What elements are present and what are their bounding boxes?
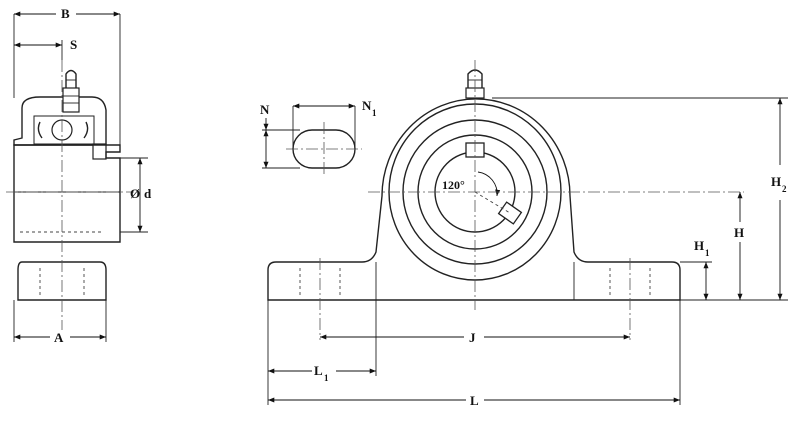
dimension-H2: H 2 <box>771 98 787 300</box>
dimension-H: H <box>734 192 744 300</box>
dimension-H1: H 1 <box>694 238 710 300</box>
label-N1: N <box>362 98 372 113</box>
label-d-symbol: Ø <box>130 186 140 201</box>
front-view: 120° <box>267 60 788 405</box>
side-housing-top <box>13 96 107 146</box>
front-set-screw-angled <box>497 201 523 225</box>
dimension-d: Ø d <box>130 158 152 232</box>
dimension-J: J <box>320 330 630 345</box>
label-angle: 120° <box>442 178 465 192</box>
side-grease-nipple <box>62 69 80 113</box>
dimension-S: S <box>14 37 77 52</box>
dimension-A: A <box>14 330 106 345</box>
label-H2: H <box>771 174 781 189</box>
label-A: A <box>54 330 64 345</box>
label-J: J <box>469 330 476 345</box>
label-B: B <box>61 6 70 21</box>
dimension-L1: L 1 <box>268 363 376 383</box>
label-H1-sub: 1 <box>705 248 710 258</box>
label-H2-sub: 2 <box>782 184 787 194</box>
side-view <box>6 14 148 342</box>
label-L1: L <box>314 363 323 378</box>
slot-detail: N 1 N <box>260 98 377 176</box>
label-H1: H <box>694 238 704 253</box>
label-L: L <box>470 393 479 408</box>
label-N1-sub: 1 <box>372 108 377 118</box>
slot-outline <box>292 129 356 169</box>
dimension-L: L <box>268 393 680 408</box>
label-S: S <box>70 37 77 52</box>
dimension-B: B <box>14 6 120 21</box>
front-housing <box>267 98 681 301</box>
label-H: H <box>734 225 744 240</box>
side-set-screw <box>92 143 107 160</box>
label-L1-sub: 1 <box>324 373 329 383</box>
label-N: N <box>260 102 270 117</box>
label-d: d <box>144 186 152 201</box>
